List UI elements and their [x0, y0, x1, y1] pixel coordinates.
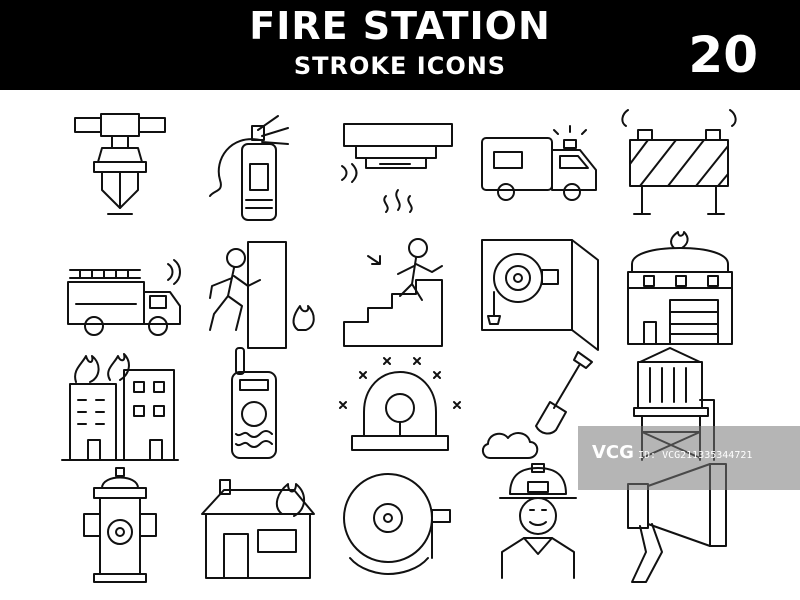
- evacuation-stairs-icon: [320, 230, 480, 355]
- fire-hydrant-icon: [40, 460, 200, 585]
- watermark-id: ID: VCG211335344721: [638, 450, 753, 461]
- walkie-talkie-icon: [180, 340, 340, 465]
- warning-barrier-icon: [600, 100, 760, 225]
- smoke-detector-icon: [320, 100, 480, 225]
- watermark-logo: VCG: [592, 442, 634, 463]
- icon-grid: [0, 90, 800, 600]
- icon-count: 20: [688, 26, 758, 84]
- alarm-siren-icon: [320, 340, 480, 465]
- watermark: VCG ID: VCG211335344721: [578, 426, 800, 490]
- hose-reel-cabinet-icon: [460, 230, 620, 355]
- shovel-icon: [460, 340, 620, 465]
- fire-truck-icon: [40, 230, 200, 355]
- burning-buildings-icon: [40, 340, 200, 465]
- emergency-van-icon: [460, 100, 620, 225]
- page-subtitle: STROKE ICONS: [293, 52, 507, 80]
- firefighter-icon: [460, 460, 620, 585]
- page-title: FIRE STATION: [249, 4, 551, 48]
- burning-house-icon: [180, 460, 340, 585]
- fire-alarm-bell-icon: [320, 460, 480, 585]
- emergency-exit-door-icon: [180, 230, 340, 355]
- fire-extinguisher-icon: [180, 100, 340, 225]
- sprinkler-icon: [40, 100, 200, 225]
- header-banner: FIRE STATION STROKE ICONS 20: [0, 0, 800, 90]
- burning-fire-station-icon: [600, 230, 760, 355]
